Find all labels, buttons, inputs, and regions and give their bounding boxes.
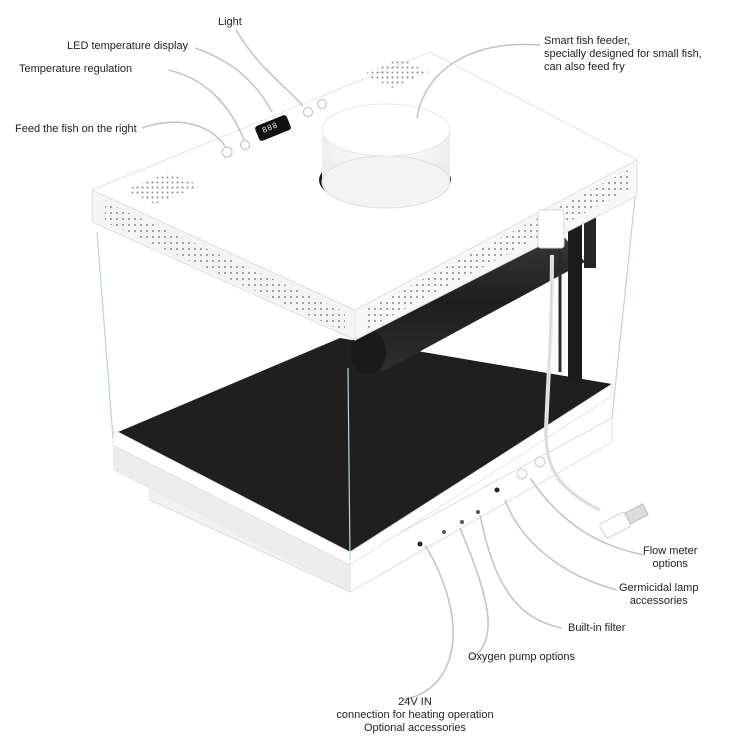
- label-led-display: LED temperature display: [67, 40, 189, 52]
- leader-germicidal: [504, 499, 618, 591]
- base-ports: [417, 456, 546, 547]
- leader-temp: [167, 69, 245, 141]
- leader-power: [401, 544, 454, 701]
- feeder-line-3: can also feed fry: [544, 61, 625, 73]
- tank-base: [113, 417, 613, 593]
- leader-filter: [479, 514, 563, 629]
- label-light: Light: [218, 16, 242, 28]
- label-power-input: 24V IN connection for heating operation …: [330, 696, 500, 735]
- power-line-1: 24V IN: [398, 696, 432, 708]
- flow-line-1: Flow meter: [643, 545, 698, 557]
- power-line-3: Optional accessories: [363, 722, 467, 734]
- feeder-line-1: Smart fish feeder,: [544, 35, 631, 47]
- label-built-in-filter: Built-in filter: [568, 622, 626, 634]
- feeder-line-2: specially designed for small fish,: [544, 48, 702, 60]
- germicidal-line-1: Germicidal lamp: [619, 582, 699, 594]
- flow-line-2: options: [652, 558, 688, 570]
- leader-feeder: [416, 43, 541, 119]
- germicidal-line-2: accessories: [629, 595, 688, 607]
- power-line-2: connection for heating operation: [336, 709, 494, 721]
- label-feeder: Smart fish feeder, specially designed fo…: [544, 35, 702, 74]
- leader-lines: [141, 29, 646, 701]
- leader-flow: [529, 477, 646, 556]
- control-panel: [221, 99, 327, 158]
- filter-pump: [350, 208, 596, 382]
- glass-walls: [96, 187, 637, 561]
- leader-light: [235, 29, 304, 107]
- feeder-device: [321, 103, 451, 209]
- tank-floor: [118, 338, 612, 552]
- label-feed-fish: Feed the fish on the right: [15, 123, 137, 135]
- leader-feed: [141, 121, 226, 147]
- label-oxygen-pump: Oxygen pump options: [468, 651, 576, 663]
- usb-cable: [537, 209, 649, 539]
- leader-led: [194, 47, 273, 113]
- leader-oxygen: [459, 527, 489, 661]
- label-germicidal-lamp: Germicidal lamp accessories: [619, 582, 698, 608]
- label-temperature-regulation: Temperature regulation: [19, 63, 133, 75]
- label-flow-meter: Flow meter options: [643, 545, 697, 571]
